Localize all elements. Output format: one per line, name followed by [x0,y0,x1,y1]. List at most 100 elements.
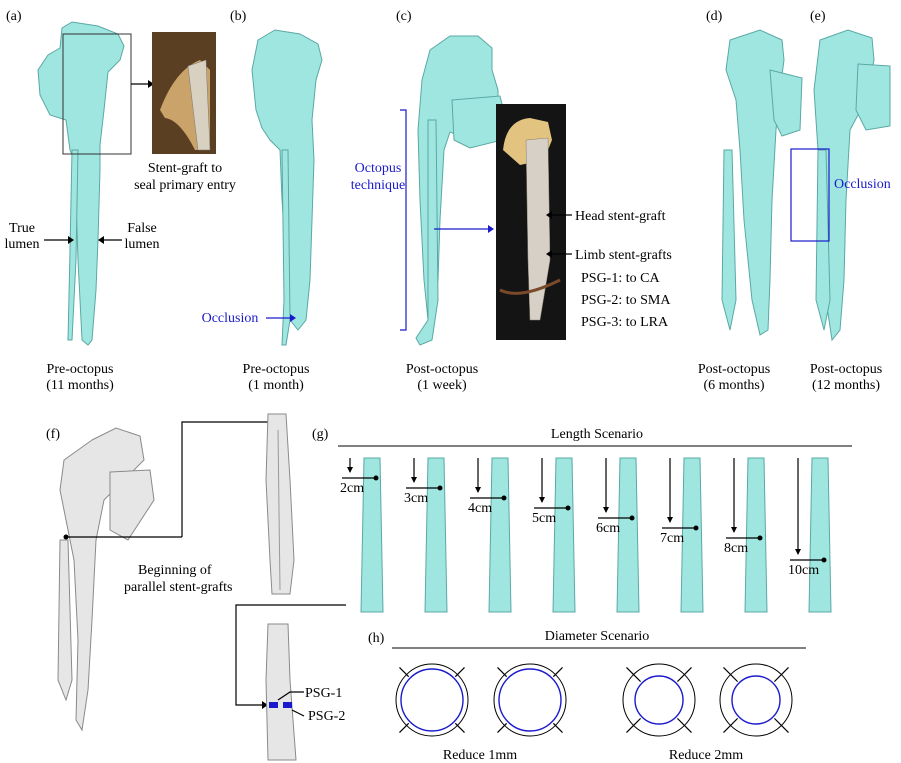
panel-a: (a) Stent-graft to seal primary entry Tr… [5,9,236,393]
length-scenario-title: Length Scenario [551,427,643,442]
length-label: 2cm [340,481,364,496]
length-label: 8cm [724,541,748,556]
length-arrowhead [603,507,609,513]
panel-label-a: (a) [6,9,22,24]
panel-label-e: (e) [810,9,826,24]
panel-label-h: (h) [368,631,385,646]
caption-b-line2: (1 month) [248,378,304,393]
panel-f: (f) Beginning of parallel stent-grafts P… [46,414,346,760]
length-arrowhead [475,487,481,493]
length-arrowhead [667,517,673,523]
octopus-bracket [400,110,406,330]
psg1-f-label: PSG-1 [305,686,342,701]
psg2-f-label: PSG-2 [308,709,345,724]
length-arrowhead [411,477,417,483]
length-marker-dot [374,476,379,481]
panel-c: (c) Octopus technique Head stent-graft L… [351,9,672,393]
length-marker-dot [438,486,443,491]
psg1-label: PSG-1: to CA [581,271,660,286]
caption-b-line1: Pre-octopus [243,362,310,377]
compression-arrow [774,718,788,732]
beginning-label-1: Beginning of [138,563,212,578]
length-label: 4cm [468,501,492,516]
panel-g: (g) Length Scenario 2cm3cm4cm5cm6cm7cm8c… [312,427,852,612]
caption-e-line2: (12 months) [812,378,880,393]
octopus-label-1: Octopus [355,161,402,176]
caption-c-line2: (1 week) [417,378,467,393]
panel-label-c: (c) [396,9,412,24]
true-lumen-label-1: True [9,221,35,236]
length-vessel-segment [425,458,447,612]
length-label: 6cm [596,521,620,536]
octopus-label-2: technique [351,178,405,193]
caption-c-line1: Post-octopus [406,362,478,377]
compression-arrow [399,723,408,732]
panel-label-b: (b) [230,9,247,24]
length-vessel-segment [361,458,383,612]
panel-label-f: (f) [46,427,60,442]
caption-e-line1: Post-octopus [810,362,882,377]
occlusion-label-b: Occlusion [202,311,259,326]
compression-arrow [723,718,737,732]
caption-d-line1: Post-octopus [698,362,770,377]
reduce-2mm-label: Reduce 2mm [669,748,743,763]
length-marker-dot [566,506,571,511]
false-lumen-label-1: False [127,221,157,236]
inset-caption-line2: seal primary entry [134,178,236,193]
length-marker-dot [630,516,635,521]
length-marker-dot [758,536,763,541]
compression-arrow [455,667,464,676]
length-arrowhead [347,467,353,473]
diameter-scenario-title: Diameter Scenario [545,629,650,644]
compression-arrow [553,723,562,732]
reduced-lumen-ring [401,669,463,731]
compression-arrow [677,667,691,681]
panel-h: (h) Diameter Scenario Reduce 1mm Reduce … [368,629,806,763]
psg3-label: PSG-3: to LRA [581,315,669,330]
caption-a-line1: Pre-octopus [47,362,114,377]
occlusion-label-e: Occlusion [834,177,891,192]
length-vessel-segment [553,458,575,612]
length-arrowhead [539,497,545,503]
reduced-lumen-ring [499,669,561,731]
head-stent-graft-label: Head stent-graft [575,209,666,224]
length-vessel-segment [681,458,703,612]
compression-arrow [774,667,788,681]
length-vessel-segment [745,458,767,612]
length-marker-dot [502,496,507,501]
reduced-lumen-ring [635,676,683,724]
panel-b: (b) Occlusion Pre-octopus (1 month) [202,9,322,393]
true-lumen-label-2: lumen [5,237,40,252]
length-label: 3cm [404,491,428,506]
length-marker-dot [694,526,699,531]
false-lumen-label-2: lumen [125,237,160,252]
length-arrowhead [731,527,737,533]
length-label: 7cm [660,531,684,546]
panel-label-g: (g) [312,427,329,442]
caption-a-line2: (11 months) [46,378,114,393]
beginning-leader [182,422,272,537]
reduced-lumen-ring [732,676,780,724]
panel-e: (e) Occlusion Post-octopus (12 months) [791,9,891,393]
compression-arrow [626,718,640,732]
length-vessel-segment [809,458,831,612]
psg2-marker [283,702,292,708]
aorta-model-a [38,22,124,345]
panel-label-d: (d) [706,9,723,24]
compression-arrow [723,667,737,681]
psg2-label: PSG-2: to SMA [581,293,671,308]
inset-caption-line1: Stent-graft to [148,161,222,176]
compression-arrow [677,718,691,732]
compression-arrow [399,667,408,676]
true-lumen-vessel [68,150,78,340]
psg1-marker [269,702,278,708]
length-arrowhead [795,549,801,555]
panel-d: (d) Post-octopus (6 months) [698,9,802,393]
limb-stent-grafts-label: Limb stent-grafts [575,248,672,263]
beginning-label-2: parallel stent-grafts [124,580,232,595]
compression-arrow [553,667,562,676]
compression-arrow [626,667,640,681]
length-vessel-segment [617,458,639,612]
